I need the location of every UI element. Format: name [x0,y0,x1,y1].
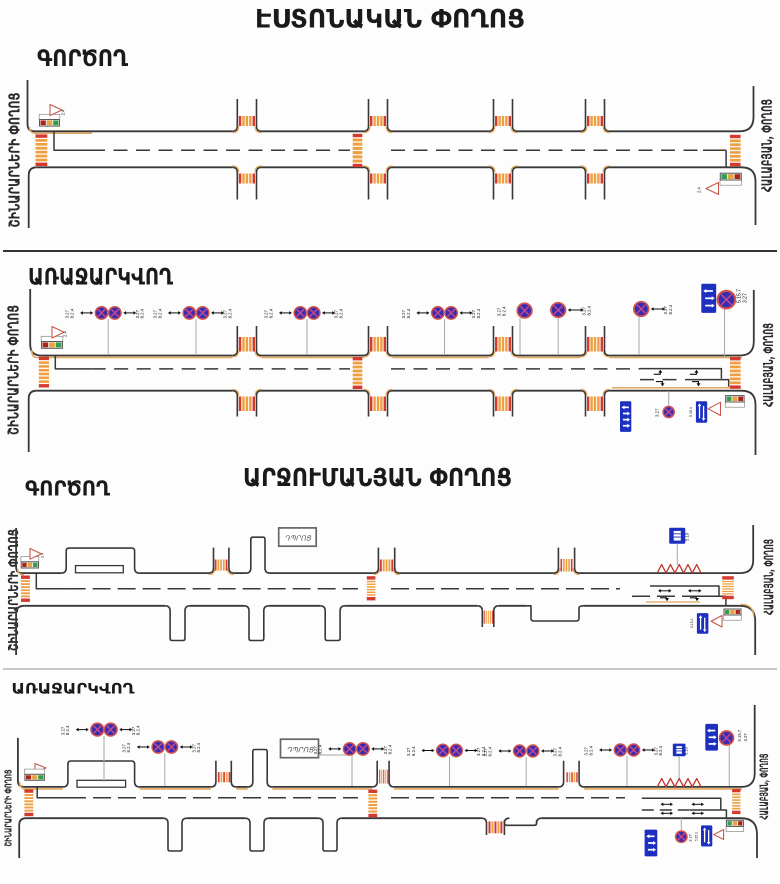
svg-text:3.27: 3.27 [582,307,587,316]
svg-text:3.27: 3.27 [584,747,589,756]
svg-text:3.27: 3.27 [401,309,406,318]
svg-text:3.27: 3.27 [655,408,660,417]
svg-text:3.27: 3.27 [553,748,558,757]
svg-text:5.15.7: 5.15.7 [737,729,742,741]
svg-text:3.27: 3.27 [135,309,140,318]
svg-text:8.2.4: 8.2.4 [196,742,201,752]
svg-text:3.27: 3.27 [688,833,693,842]
svg-text:3.27: 3.27 [152,309,157,318]
svg-text:5.19: 5.19 [684,746,689,755]
svg-text:8.2.4: 8.2.4 [227,308,232,318]
svg-text:3.27: 3.27 [471,309,476,318]
svg-text:8.2.4: 8.2.4 [411,746,416,756]
svg-text:8.2.4: 8.2.4 [586,305,591,315]
svg-text:8.2.4: 8.2.4 [268,308,273,318]
svg-text:8.2.4: 8.2.4 [501,306,506,316]
svg-text:3.27: 3.27 [406,747,411,756]
svg-text:8.2.4: 8.2.4 [406,308,411,318]
svg-text:8.2.4: 8.2.4 [658,745,663,755]
svg-text:3.27: 3.27 [263,309,268,318]
svg-text:5.15.1: 5.15.1 [695,832,699,841]
svg-text:8.2.4: 8.2.4 [668,304,673,314]
svg-text:5.15.7: 5.15.7 [737,289,743,303]
svg-text:8.2.4: 8.2.4 [481,746,486,756]
svg-text:8.2.4: 8.2.4 [388,744,393,754]
svg-text:8.2.4: 8.2.4 [65,725,70,735]
svg-text:3.27: 3.27 [313,745,318,754]
svg-text:5.15.1: 5.15.1 [690,618,694,628]
svg-text:3.27: 3.27 [223,309,228,318]
svg-text:2.4: 2.4 [41,553,45,558]
svg-text:3.27: 3.27 [476,747,481,756]
svg-text:5.19: 5.19 [685,532,690,541]
svg-text:8.2.4: 8.2.4 [588,745,593,755]
svg-text:5.15.1: 5.15.1 [689,407,693,417]
svg-text:8.2.4: 8.2.4 [488,746,493,756]
svg-text:3.27: 3.27 [60,726,65,735]
svg-text:3.27: 3.27 [653,747,658,756]
svg-text:8.2.4: 8.2.4 [157,308,162,318]
svg-text:3.27: 3.27 [131,726,136,735]
svg-text:3.27: 3.27 [743,293,749,303]
svg-text:8.2.4: 8.2.4 [557,746,562,756]
svg-text:3.27: 3.27 [497,307,502,316]
svg-text:3.27: 3.27 [383,745,388,754]
svg-text:3.27: 3.27 [191,744,196,753]
svg-text:3.27: 3.27 [334,309,339,318]
svg-text:2.4: 2.4 [697,187,702,193]
svg-text:3.27: 3.27 [121,744,126,753]
svg-text:8.2.4: 8.2.4 [476,308,481,318]
svg-text:3.27: 3.27 [743,733,748,742]
svg-text:3.27: 3.27 [483,748,488,757]
svg-text:8.2.4: 8.2.4 [140,308,145,318]
svg-text:2.4: 2.4 [61,109,66,115]
svg-text:8.2.4: 8.2.4 [338,308,343,318]
svg-text:2.4: 2.4 [63,331,68,337]
svg-text:8.2.4: 8.2.4 [126,742,131,752]
svg-text:8.2.4: 8.2.4 [69,308,74,318]
svg-text:3.27: 3.27 [65,309,70,318]
svg-text:8.2.4: 8.2.4 [318,744,323,754]
svg-text:3.27: 3.27 [663,306,668,315]
svg-text:8.2.4: 8.2.4 [136,725,141,735]
